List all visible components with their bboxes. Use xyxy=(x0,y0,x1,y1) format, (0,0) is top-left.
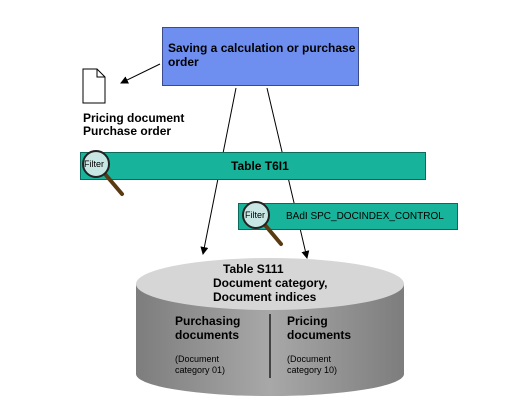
pricing-documents-section: Pricing documents (Document category 10) xyxy=(287,314,351,376)
purchasing-note-line2: category 01) xyxy=(175,365,226,375)
purchasing-note-line1: (Document xyxy=(175,354,220,364)
badi-filter-magnifier-icon xyxy=(242,201,283,246)
document-label-line2: Purchase order xyxy=(83,124,172,138)
table-s111-line1: Table S111 xyxy=(223,262,284,276)
save-order-text: Saving a calculation or purchase order xyxy=(168,41,355,69)
table-s111-line2: Document category, xyxy=(213,276,328,290)
purchasing-documents-section: Purchasing documents (Document category … xyxy=(175,314,240,376)
arrow-to-document xyxy=(120,63,161,84)
pricing-title-line2: documents xyxy=(287,328,352,342)
save-order-line2: order xyxy=(168,55,199,69)
purchasing-title-line2: documents xyxy=(175,328,240,342)
pricing-note-line1: (Document xyxy=(287,354,332,364)
filter-magnifier-icon xyxy=(82,150,124,196)
table-s111-label: Table S111 Document category, Document i… xyxy=(213,262,327,304)
table-s111-cylinder xyxy=(136,258,404,396)
table-t611-bar: Table T6I1 xyxy=(80,152,426,180)
save-order-line1: Saving a calculation or purchase xyxy=(168,41,356,55)
pricing-note-line2: category 10) xyxy=(287,365,338,375)
table-s111-line3: Document indices xyxy=(213,290,317,304)
badi-filter-label: Filter xyxy=(245,210,265,220)
document-label-line1: Pricing document xyxy=(83,111,185,125)
save-order-box: Saving a calculation or purchase order xyxy=(162,27,359,86)
table-t611-label: Table T6I1 xyxy=(231,159,289,173)
filter-label: Filter xyxy=(84,159,104,169)
badi-bar: BAdI SPC_DOCINDEX_CONTROL xyxy=(238,203,458,230)
document-icon xyxy=(82,68,106,104)
document-label: Pricing document Purchase order xyxy=(83,112,184,138)
purchasing-title-line1: Purchasing xyxy=(175,314,241,328)
badi-label: BAdI SPC_DOCINDEX_CONTROL xyxy=(286,211,444,222)
pricing-title-line1: Pricing xyxy=(287,314,328,328)
